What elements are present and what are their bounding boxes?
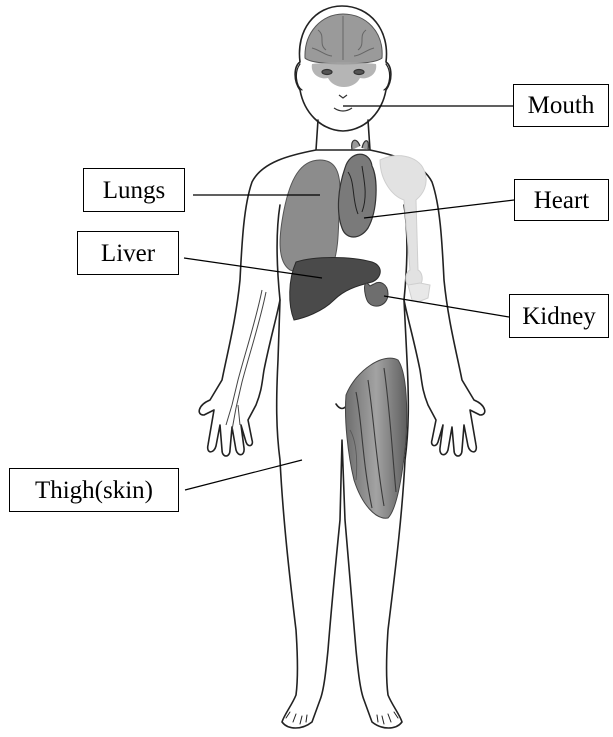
label-liver: Liver [77, 231, 179, 275]
label-thigh: Thigh(skin) [9, 468, 179, 512]
torso-outline [199, 150, 485, 728]
label-kidney: Kidney [509, 294, 609, 338]
label-lungs: Lungs [83, 168, 185, 212]
label-mouth: Mouth [513, 84, 609, 127]
label-heart: Heart [514, 179, 609, 221]
kidney [365, 282, 389, 306]
